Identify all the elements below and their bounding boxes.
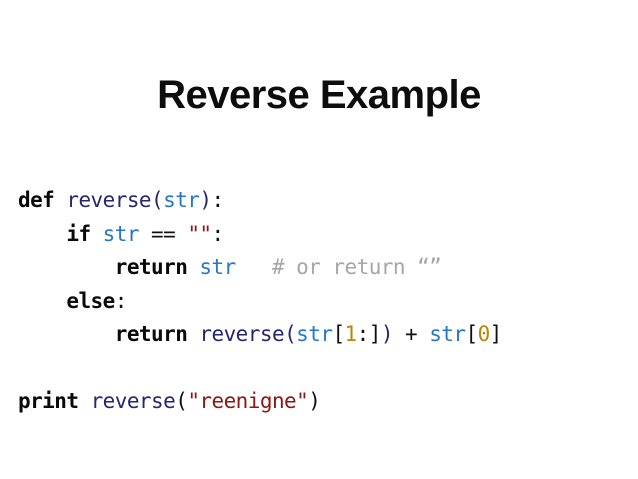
code-token-paren: ( [284, 322, 297, 346]
code-token-string: "reenigne" [187, 389, 309, 413]
code-token-builtin: str [102, 221, 140, 246]
code-token-keyword: def [18, 188, 55, 212]
code-token-punctuation: ) [308, 389, 321, 413]
code-token-number: 1 [344, 322, 358, 346]
code-line: print reverse("reenigne") [18, 385, 638, 419]
code-line: return reverse(str[1:]) + str[0] [18, 318, 638, 352]
code-token-plain [236, 255, 272, 279]
code-token-keyword: else [66, 288, 115, 313]
code-token-paren: ) [380, 322, 394, 346]
code-line: return str # or return “” [18, 251, 638, 285]
code-token-punctuation: ( [175, 389, 188, 413]
code-token-punctuation: == [151, 221, 176, 246]
code-token-function-name: reverse [66, 188, 152, 212]
code-token-plain [78, 389, 90, 413]
code-token-builtin: str [429, 322, 466, 346]
code-token-punctuation: : [211, 221, 225, 246]
code-indent [18, 255, 115, 279]
code-token-punctuation: + [405, 322, 418, 346]
code-token-punctuation: : [356, 322, 370, 346]
code-token-keyword: if [66, 221, 91, 246]
code-token-plain [393, 322, 405, 346]
code-token-punctuation: : [211, 188, 225, 212]
code-token-paren: ( [151, 188, 164, 212]
code-line [18, 352, 638, 386]
code-block: def reverse(str): if str == "": return s… [18, 184, 638, 419]
code-token-function-name: reverse [90, 389, 176, 413]
code-token-punctuation: : [114, 288, 128, 313]
code-token-keyword: return [114, 255, 188, 279]
code-line: def reverse(str): [18, 184, 638, 218]
code-token-plain [175, 222, 187, 246]
code-token-string: "" [187, 221, 212, 246]
code-token-plain [187, 322, 199, 346]
code-token-punctuation: ] [368, 322, 382, 346]
code-token-plain [54, 188, 66, 212]
page-title: Reverse Example [157, 72, 481, 117]
code-token-plain [91, 222, 103, 246]
code-token-builtin: str [163, 188, 200, 212]
code-line: if str == "": [18, 218, 638, 252]
code-token-paren: ) [199, 188, 212, 212]
code-line: else: [18, 285, 638, 319]
code-token-builtin: str [199, 255, 236, 279]
code-token-plain [417, 322, 429, 346]
code-token-plain [139, 222, 151, 246]
code-token-punctuation: [ [465, 322, 478, 346]
code-token-keyword: return [114, 322, 188, 346]
code-token-keyword: print [18, 389, 79, 413]
code-token-builtin: str [296, 322, 333, 346]
code-indent [18, 289, 66, 313]
code-indent [18, 322, 115, 346]
code-token-function-name: reverse [199, 322, 285, 346]
code-token-number: 0 [477, 322, 491, 346]
code-token-comment: # or return “” [271, 255, 442, 279]
code-token-punctuation: ] [489, 322, 503, 346]
code-token-punctuation: [ [332, 322, 345, 346]
code-token-plain [187, 255, 199, 279]
code-indent [18, 222, 66, 246]
